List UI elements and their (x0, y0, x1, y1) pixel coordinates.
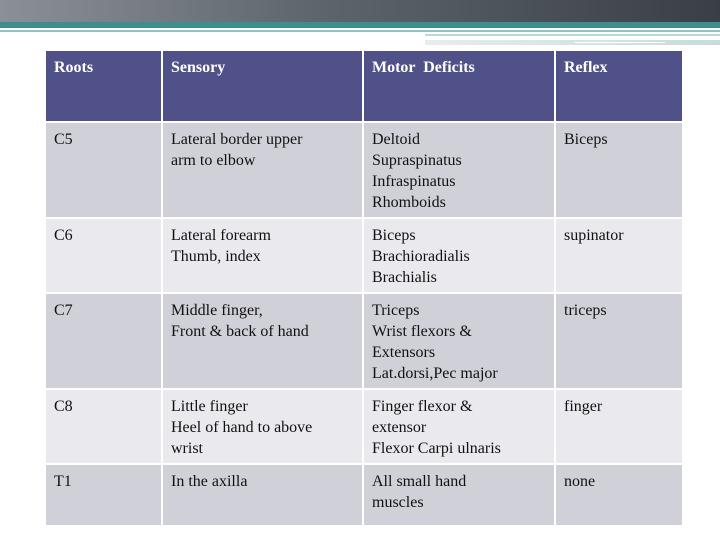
motor-line: muscles (372, 494, 424, 511)
sensory-line: Lateral border upper (171, 131, 303, 148)
banner-divider (0, 30, 720, 32)
cell-root: T1 (44, 463, 163, 527)
motor-line: Supraspinatus (372, 152, 462, 169)
motor-line: Deltoid (372, 131, 420, 148)
motor-line: Biceps (372, 227, 416, 244)
table-body: C5 Lateral border upper arm to elbow Deltoi… (44, 121, 684, 527)
table-row: C5 Lateral border upper arm to elbow Deltoi… (44, 121, 684, 219)
sensory-line: In the axilla (171, 473, 248, 490)
header-reflex: Reflex (554, 49, 684, 123)
table-row: C7 Middle finger, Front & back of hand Tric… (44, 292, 684, 390)
cell-root: C8 (44, 388, 163, 465)
sensory-line: Heel of hand to above (171, 419, 313, 436)
banner-divider (575, 42, 665, 43)
motor-line: Finger flexor & (372, 398, 473, 415)
cell-motor: All small hand muscles (362, 463, 556, 527)
cell-root: C7 (44, 292, 163, 390)
motor-line: Wrist flexors & (372, 323, 472, 340)
table-row: T1 In the axilla All small hand muscles none (44, 463, 684, 527)
cell-sensory: In the axilla (161, 463, 364, 527)
cell-sensory: Lateral border upper arm to elbow (161, 121, 364, 219)
motor-line: Infraspinatus (372, 173, 456, 190)
table-header-row: Roots Sensory Motor Deficits Reflex (44, 49, 684, 123)
cell-root: C5 (44, 121, 163, 219)
motor-line: Lat.dorsi,Pec major (372, 365, 498, 382)
sensory-line: Little finger (171, 398, 248, 415)
cell-reflex: Biceps (554, 121, 684, 219)
motor-line: Brachialis (372, 269, 437, 286)
motor-line: Flexor Carpi ulnaris (372, 440, 501, 457)
header-sensory: Sensory (161, 49, 364, 123)
motor-line: All small hand (372, 473, 467, 490)
top-banner (0, 0, 720, 22)
motor-line: extensor (372, 419, 427, 436)
cell-reflex: supinator (554, 217, 684, 294)
cell-reflex: triceps (554, 292, 684, 390)
banner-divider (425, 34, 720, 36)
motor-line: Triceps (372, 302, 420, 319)
sensory-line: Thumb, index (171, 248, 261, 265)
sensory-line: Lateral forearm (171, 227, 271, 244)
sensory-line: Front & back of hand (171, 323, 309, 340)
sensory-line: wrist (171, 440, 203, 457)
motor-line: Rhomboids (372, 194, 446, 211)
motor-line: Extensors (372, 344, 436, 361)
cell-reflex: none (554, 463, 684, 527)
banner-divider (425, 40, 720, 45)
cell-sensory: Middle finger, Front & back of hand (161, 292, 364, 390)
header-roots: Roots (44, 49, 163, 123)
cell-root: C6 (44, 217, 163, 294)
cell-reflex: finger (554, 388, 684, 465)
top-banner-accent (0, 22, 720, 28)
sensory-line: Middle finger, (171, 302, 263, 319)
motor-line: Brachioradialis (372, 248, 470, 265)
sensory-line: arm to elbow (171, 152, 256, 169)
header-motor-deficits: Motor Deficits (362, 49, 556, 123)
